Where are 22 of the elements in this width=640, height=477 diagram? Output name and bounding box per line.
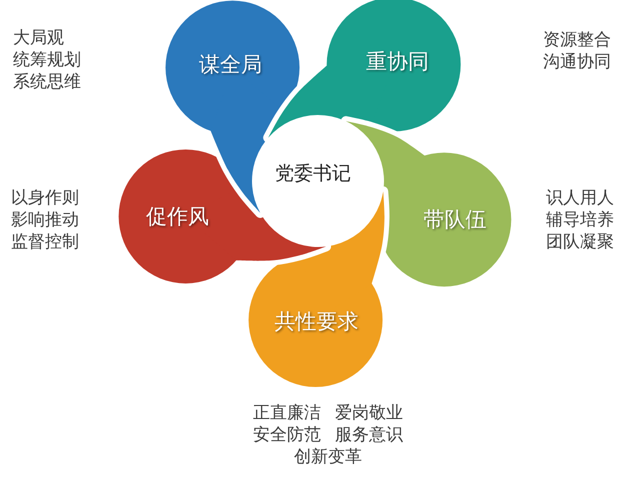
keyword-text: 影响推动 (11, 209, 79, 231)
keyword-text: 统筹规划 (13, 49, 81, 71)
bubble-label: 谋全局 (199, 52, 262, 78)
keyword-text: 团队凝聚 (546, 231, 614, 253)
keyword-text: 辅导培养 (546, 209, 614, 231)
bubble-label: 促作风 (146, 204, 210, 230)
keyword-text: 安全防范 (253, 424, 321, 446)
keyword-text: 沟通协同 (543, 51, 611, 73)
bubble-label: 带队伍 (424, 206, 487, 232)
keyword-text: 大局观 (13, 27, 64, 49)
keyword-text: 正直廉洁 (253, 402, 321, 424)
keyword-text: 识人用人 (546, 187, 614, 209)
bubble-label: 重协同 (366, 50, 430, 76)
keyword-text: 爱岗敬业 (335, 402, 403, 424)
keyword-text: 服务意识 (335, 424, 403, 446)
bubble-label: 共性要求 (274, 309, 359, 335)
keyword-text: 资源整合 (543, 29, 611, 51)
keyword-text: 监督控制 (11, 231, 79, 253)
center-label: 党委书记 (275, 164, 351, 186)
keyword-text: 系统思维 (13, 71, 81, 93)
keyword-text: 创新变革 (294, 446, 362, 468)
keyword-text: 以身作则 (11, 187, 79, 209)
